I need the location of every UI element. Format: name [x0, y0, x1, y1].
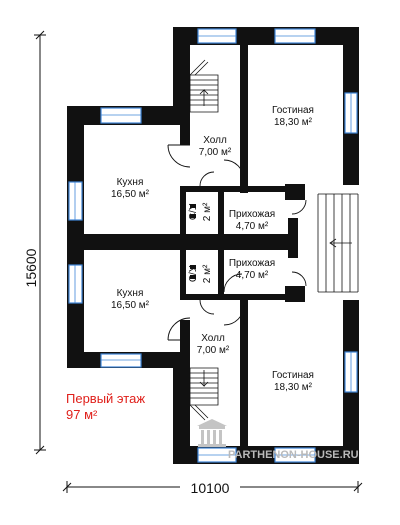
- room-hall-top-name: Холл: [203, 135, 227, 146]
- room-entry-top-name: Прихожая: [229, 209, 275, 220]
- dimension-height: 15600: [23, 30, 46, 455]
- width-dimension-label: 10100: [191, 480, 230, 496]
- room-living-bottom-area: 18,30 м²: [274, 382, 313, 393]
- room-entry-bottom-name: Прихожая: [229, 258, 275, 269]
- room-kitchen-top-area: 16,50 м²: [111, 189, 150, 200]
- watermark-text: PARTHENON-HOUSE.RU: [228, 449, 359, 461]
- height-dimension-label: 15600: [23, 248, 39, 287]
- room-living-top-area: 18,30 м²: [274, 117, 313, 128]
- room-hall-top-area: 7,00 м²: [199, 147, 232, 158]
- room-hall-bottom-area: 7,00 м²: [197, 345, 230, 356]
- window-kitchen-left-bottom: [68, 264, 83, 304]
- watermark: PARTHENON-HOUSE.RU: [197, 419, 359, 461]
- room-bath-bottom-area: 2 м²: [202, 264, 213, 283]
- room-kitchen-bottom-area: 16,50 м²: [111, 300, 150, 311]
- room-entry-bottom-area: 4,70 м²: [236, 270, 269, 281]
- dimension-width: 10100: [62, 479, 363, 496]
- room-kitchen-top-name: Кухня: [117, 177, 144, 188]
- room-bath-bottom-name: С/У: [188, 265, 199, 282]
- stairs-bottom: [189, 367, 219, 421]
- room-living-bottom-name: Гостиная: [272, 370, 314, 381]
- room-entry-top-area: 4,70 м²: [236, 221, 269, 232]
- bathroom-fixtures: [190, 204, 196, 279]
- floor-note-title: Первый этаж: [66, 391, 145, 406]
- window-kitchen-top: [100, 107, 142, 124]
- parthenon-logo-icon: [197, 419, 227, 447]
- room-bath-top-area: 2 м²: [202, 202, 213, 221]
- room-kitchen-bottom-name: Кухня: [117, 288, 144, 299]
- room-hall-bottom-name: Холл: [201, 333, 225, 344]
- porch-steps: [317, 193, 359, 293]
- stairs-top: [189, 59, 219, 113]
- room-living-top-name: Гостиная: [272, 105, 314, 116]
- window-kitchen-bottom: [100, 353, 142, 368]
- window-kitchen-left-top: [68, 181, 83, 221]
- doors: [167, 144, 307, 341]
- floor-note-area: 97 м²: [66, 407, 98, 422]
- room-bath-top-name: С/У: [188, 203, 199, 220]
